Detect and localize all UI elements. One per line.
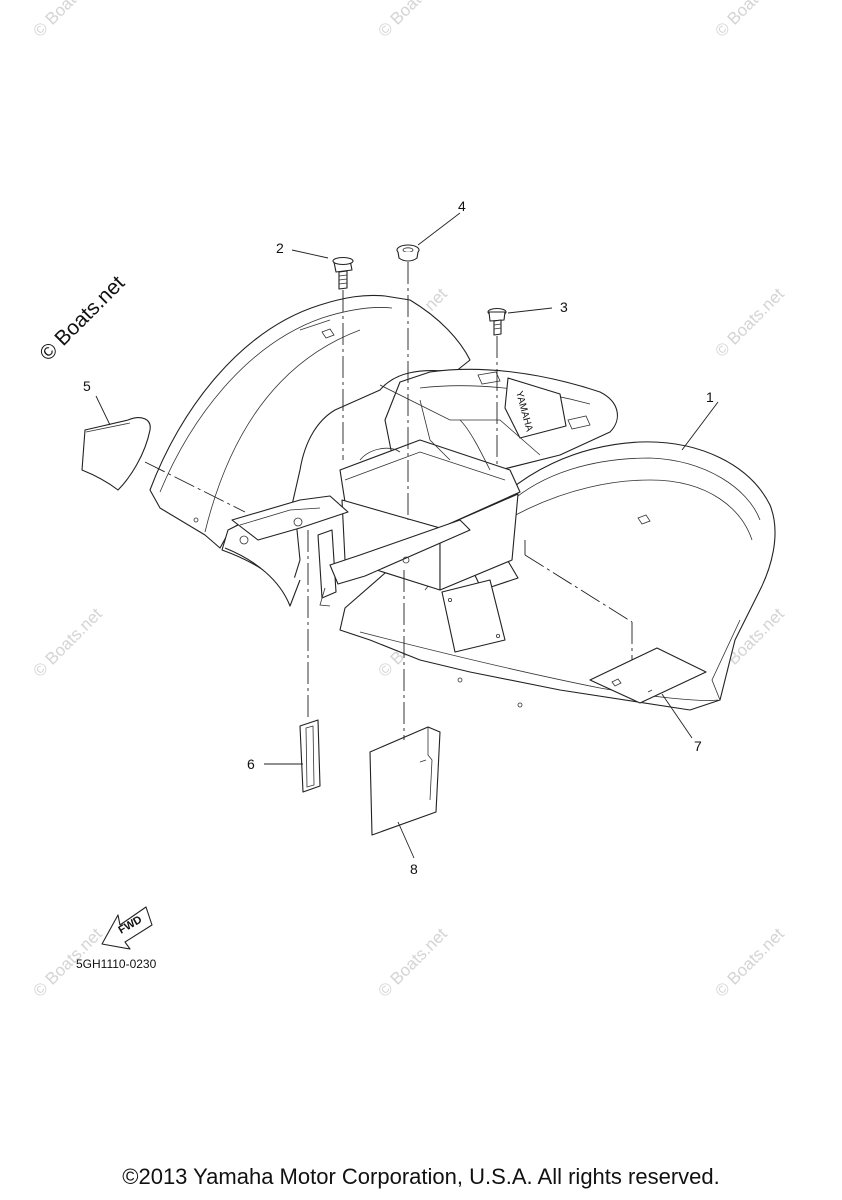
rear-fender: YAMAHA: [149, 294, 776, 711]
bolt-part-3: [487, 307, 507, 336]
watermark-tile: © Boats.net: [711, 284, 788, 361]
diagram-code: 5GH1110-0230: [76, 957, 157, 971]
callout-7: 7: [694, 738, 702, 754]
forward-arrow: FWD: [101, 906, 153, 950]
plate-part-7: [589, 647, 707, 704]
watermark-tile: © Boats.net: [29, 0, 106, 41]
callout-2: 2: [276, 240, 284, 256]
callout-8: 8: [410, 861, 418, 877]
brand-watermark: © Boats.net: [35, 271, 129, 365]
callout-6: 6: [247, 756, 255, 772]
watermark-tile: © Boats.net: [711, 0, 788, 41]
callout-5: 5: [83, 378, 91, 394]
bolt-part-2: [332, 256, 354, 290]
watermark-tile: © Boats.net: [374, 0, 451, 41]
watermark-tile: © Boats.net: [29, 604, 106, 681]
callout-1: 1: [706, 389, 714, 405]
copyright-notice: ©2013 Yamaha Motor Corporation, U.S.A. A…: [122, 1164, 720, 1189]
flap-part-5: [81, 417, 151, 491]
watermark-tile: © Boats.net: [374, 924, 451, 1001]
callout-3: 3: [560, 299, 568, 315]
guard-part-8: [369, 726, 441, 836]
callout-4: 4: [458, 198, 466, 214]
grommet-part-4: [396, 244, 420, 262]
callouts: 1 2 3 4 5 6 7 8: [83, 198, 719, 877]
pad-part-6: [299, 719, 321, 793]
watermark-tile: © Boats.net: [711, 924, 788, 1001]
assembly-lines: [144, 262, 633, 740]
